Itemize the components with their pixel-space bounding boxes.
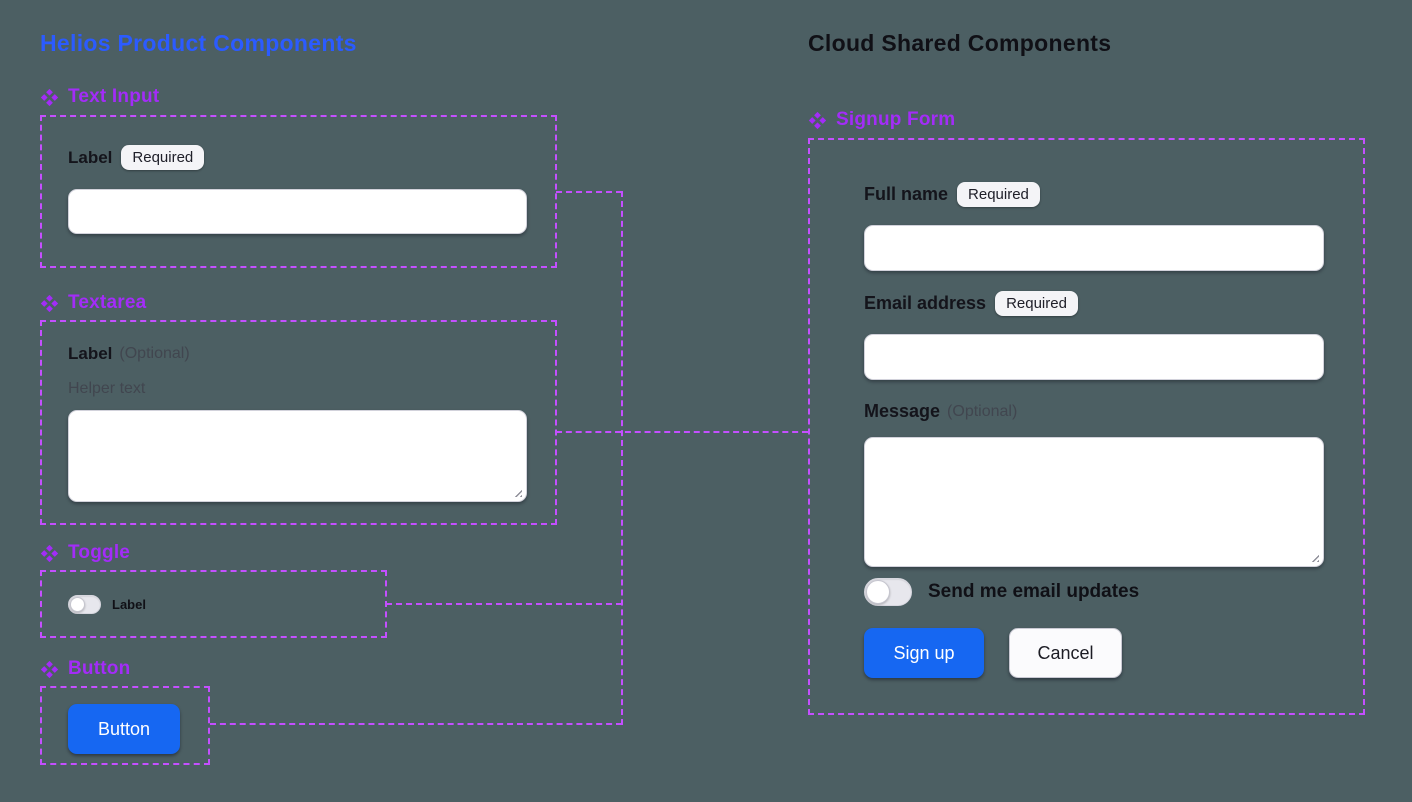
toggle-knob bbox=[866, 580, 890, 604]
connector-textarea bbox=[556, 431, 808, 433]
helper-text: Helper text bbox=[68, 380, 146, 397]
connector-toggle bbox=[386, 603, 622, 605]
section-label: Toggle bbox=[68, 542, 131, 563]
text-input-label-row: Label Required bbox=[68, 145, 205, 170]
optional-hint: (Optional) bbox=[947, 402, 1018, 420]
optional-hint: (Optional) bbox=[119, 345, 190, 362]
component-diamond-icon bbox=[40, 88, 59, 106]
toggle-label: Label bbox=[112, 597, 146, 612]
required-badge: Required bbox=[995, 291, 1078, 316]
toggle-row: Label bbox=[68, 595, 146, 614]
toggle-knob bbox=[70, 597, 85, 612]
message-label-row: Message (Optional) bbox=[864, 401, 1017, 422]
component-diamond-icon bbox=[808, 111, 827, 129]
email-label-row: Email address Required bbox=[864, 291, 1078, 316]
sign-up-button[interactable]: Sign up bbox=[864, 628, 984, 678]
field-label: Email address bbox=[864, 293, 987, 313]
component-diamond-icon bbox=[40, 294, 59, 312]
field-label: Message bbox=[864, 401, 941, 421]
cloud-title: Cloud Shared Components bbox=[808, 30, 1112, 56]
textarea-label-row: Label (Optional) bbox=[68, 344, 190, 364]
textarea-component-frame: Label (Optional) Helper text bbox=[40, 320, 557, 525]
component-diamond-icon bbox=[40, 544, 59, 562]
toggle-component-frame: Label bbox=[40, 570, 387, 638]
signup-form-frame: Full name Required Email address Require… bbox=[808, 138, 1365, 715]
email-updates-row: Send me email updates bbox=[864, 578, 1139, 606]
section-header-signup-form: Signup Form bbox=[808, 109, 955, 131]
full-name-label-row: Full name Required bbox=[864, 182, 1040, 207]
textarea-field[interactable] bbox=[68, 410, 527, 502]
section-label: Signup Form bbox=[836, 109, 956, 130]
full-name-input[interactable] bbox=[864, 225, 1324, 271]
text-input-field[interactable] bbox=[68, 189, 527, 234]
section-header-button: Button bbox=[40, 658, 130, 680]
section-header-toggle: Toggle bbox=[40, 542, 130, 564]
section-header-text-input: Text Input bbox=[40, 86, 159, 108]
component-diamond-icon bbox=[40, 660, 59, 678]
message-textarea-wrap bbox=[864, 437, 1324, 567]
section-header-textarea: Textarea bbox=[40, 292, 146, 314]
cancel-button[interactable]: Cancel bbox=[1009, 628, 1122, 678]
sample-button[interactable]: Button bbox=[68, 704, 180, 754]
email-updates-label: Send me email updates bbox=[928, 581, 1140, 602]
email-input[interactable] bbox=[864, 334, 1324, 380]
required-badge: Required bbox=[121, 145, 205, 170]
textarea-wrap bbox=[68, 410, 527, 502]
message-textarea[interactable] bbox=[864, 437, 1324, 567]
field-label: Full name bbox=[864, 184, 949, 204]
section-label: Textarea bbox=[68, 292, 147, 313]
field-label: Label bbox=[68, 344, 113, 363]
section-label: Button bbox=[68, 658, 131, 679]
field-label: Label bbox=[68, 147, 113, 167]
connector-text-input bbox=[556, 191, 622, 193]
helios-title: Helios Product Components bbox=[40, 30, 357, 56]
text-input-component-frame: Label Required bbox=[40, 115, 557, 268]
connector-trunk bbox=[621, 191, 623, 725]
button-component-frame: Button bbox=[40, 686, 210, 765]
required-badge: Required bbox=[957, 182, 1040, 207]
section-label: Text Input bbox=[68, 86, 160, 107]
connector-button bbox=[210, 723, 622, 725]
toggle-switch[interactable] bbox=[68, 595, 101, 614]
email-updates-toggle[interactable] bbox=[864, 578, 912, 606]
